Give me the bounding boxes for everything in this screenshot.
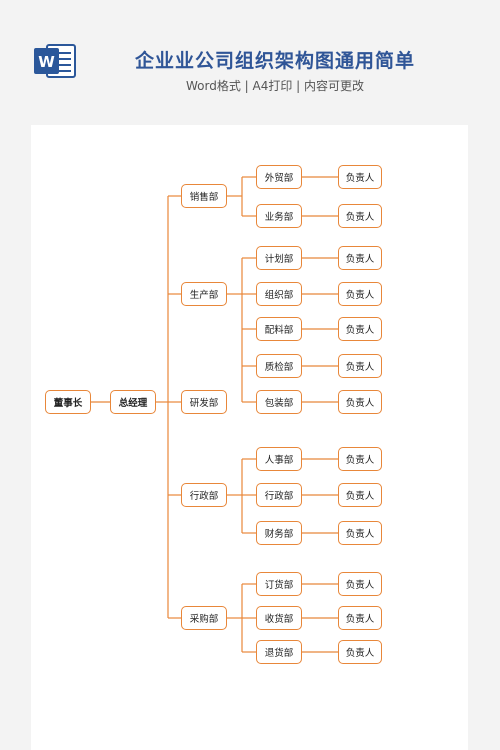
org-node-department: 生产部 (181, 282, 227, 306)
org-node-sub-department: 质检部 (256, 354, 302, 378)
org-node-chairman: 董事长 (45, 390, 91, 414)
org-node-sub-department: 行政部 (256, 483, 302, 507)
org-node-general-manager: 总经理 (110, 390, 156, 414)
org-node-sub-department: 人事部 (256, 447, 302, 471)
org-node-owner: 负责人 (338, 640, 382, 664)
org-node-owner: 负责人 (338, 521, 382, 545)
org-node-owner: 负责人 (338, 390, 382, 414)
org-node-department: 研发部 (181, 390, 227, 414)
org-node-sub-department: 外贸部 (256, 165, 302, 189)
org-node-owner: 负责人 (338, 483, 382, 507)
page-title: 企业业公司组织架构图通用简单 (134, 50, 415, 72)
org-node-sub-department: 计划部 (256, 246, 302, 270)
org-node-owner: 负责人 (338, 447, 382, 471)
page-subtitle: Word格式 | A4打印 | 内容可更改 (185, 79, 365, 93)
org-node-sub-department: 配料部 (256, 317, 302, 341)
org-node-sub-department: 组织部 (256, 282, 302, 306)
word-icon-letter: W (38, 53, 55, 71)
org-node-owner: 负责人 (338, 246, 382, 270)
org-node-department: 行政部 (181, 483, 227, 507)
org-node-owner: 负责人 (338, 282, 382, 306)
org-node-owner: 负责人 (338, 606, 382, 630)
org-node-owner: 负责人 (338, 204, 382, 228)
page-header: W 企业业公司组织架构图通用简单 Word格式 | A4打印 | 内容可更改 (0, 0, 500, 125)
org-node-sub-department: 收货部 (256, 606, 302, 630)
org-node-sub-department: 业务部 (256, 204, 302, 228)
org-node-owner: 负责人 (338, 572, 382, 596)
org-node-owner: 负责人 (338, 354, 382, 378)
org-node-sub-department: 财务部 (256, 521, 302, 545)
org-node-sub-department: 订货部 (256, 572, 302, 596)
org-node-owner: 负责人 (338, 165, 382, 189)
org-node-department: 采购部 (181, 606, 227, 630)
document-page (31, 125, 468, 750)
org-node-owner: 负责人 (338, 317, 382, 341)
org-node-sub-department: 退货部 (256, 640, 302, 664)
org-node-sub-department: 包装部 (256, 390, 302, 414)
org-node-department: 销售部 (181, 184, 227, 208)
word-document-icon: W (34, 44, 76, 78)
